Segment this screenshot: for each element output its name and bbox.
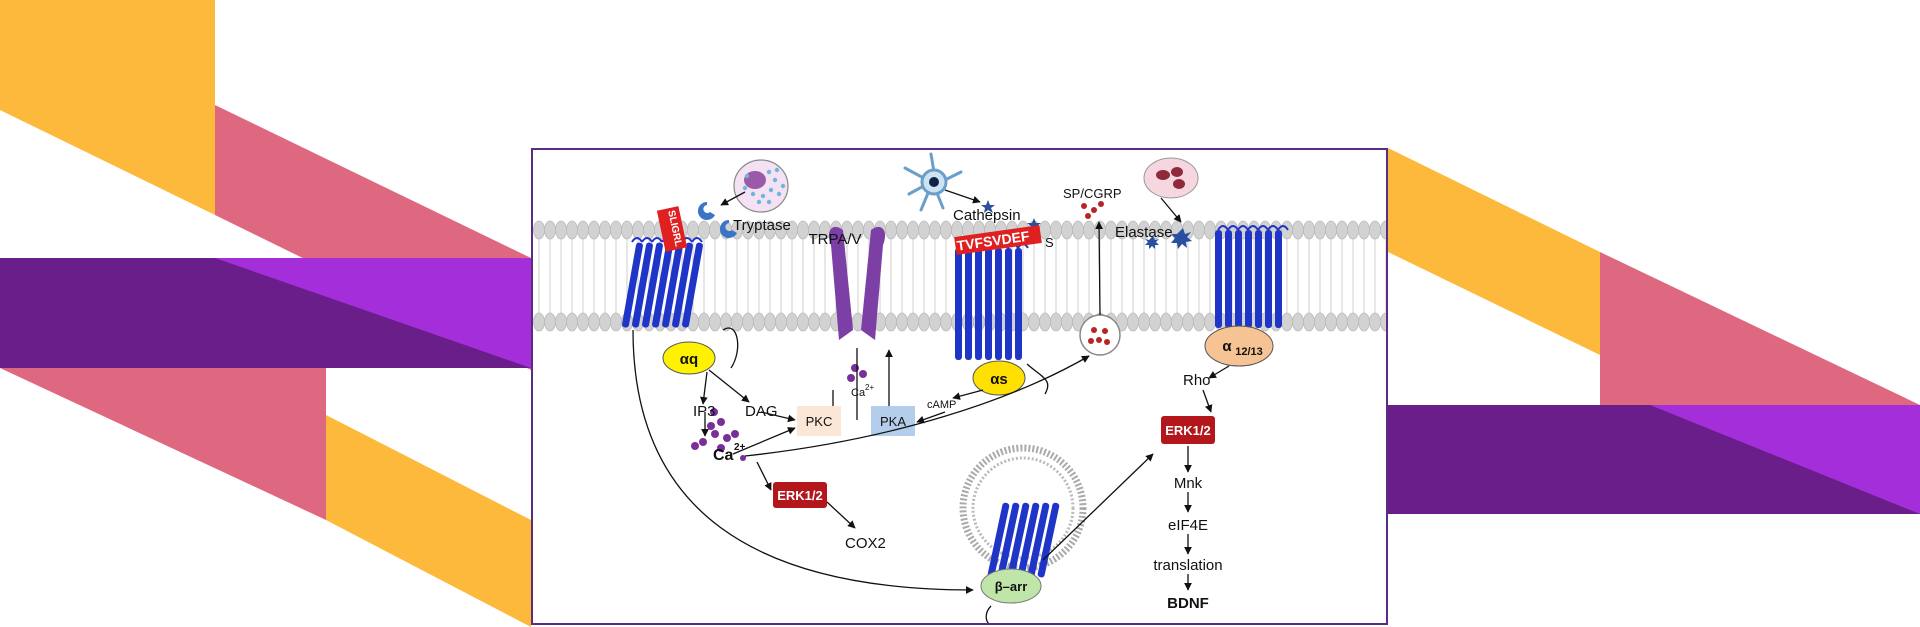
- mnk-label: Mnk: [1174, 475, 1203, 492]
- par-receptor-1: [622, 237, 703, 328]
- elastase-star: [1145, 228, 1192, 249]
- cathepsin-label: Cathepsin: [953, 207, 1021, 224]
- alpha-q-protein: αq: [662, 341, 716, 375]
- sp-cgrp-dots: [1081, 201, 1104, 219]
- ca-channel-label: Ca: [851, 387, 866, 399]
- beta-arrestin: β–arr: [980, 568, 1042, 604]
- calcium-dots: [691, 364, 867, 461]
- alpha-1213-label: α: [1222, 338, 1232, 355]
- translation-label: translation: [1153, 557, 1222, 574]
- trp-label: TRPA/V: [808, 231, 861, 248]
- pkc-box: PKC: [797, 406, 841, 436]
- vesicle: [1079, 314, 1121, 356]
- stripe-pink-bottom-left: [0, 368, 326, 520]
- alpha-1213-protein: α 12/13: [1204, 325, 1274, 367]
- alpha-q-label: αq: [680, 351, 698, 368]
- stripe-purple-right-bright: [1650, 405, 1920, 514]
- beta-arr-label: β–arr: [995, 579, 1028, 594]
- ca-channel-sup: 2+: [865, 383, 874, 392]
- erk-left-box: ERK1/2: [773, 482, 827, 508]
- stripe-orange-top-right: [1388, 148, 1600, 355]
- pka-box: PKA: [871, 406, 915, 436]
- signaling-diagram: SLIGRL TVFSVDEF S αq αs α 12/13 β–arr: [533, 152, 1386, 623]
- neutrophil-icon: [1143, 157, 1199, 199]
- dag-label: DAG: [745, 403, 778, 420]
- cox2-label: COX2: [845, 535, 886, 552]
- internalized-receptor: [987, 502, 1060, 578]
- ip3-label: IP3: [693, 403, 716, 420]
- bdnf-label: BDNF: [1167, 595, 1209, 612]
- par-receptor-2: [955, 243, 1029, 360]
- stripe-pink-top-right: [1600, 252, 1920, 405]
- alpha-s-protein: αs: [972, 360, 1026, 396]
- erk-left-label: ERK1/2: [777, 488, 823, 503]
- rho-label: Rho: [1183, 372, 1211, 389]
- trp-channel: [828, 226, 886, 340]
- erk-right-label: ERK1/2: [1165, 423, 1211, 438]
- erk-right-box: ERK1/2: [1161, 416, 1215, 444]
- immune-cell-icon: [903, 152, 963, 212]
- pathway-arrows: [632, 189, 1230, 623]
- ca-main-label: Ca: [713, 447, 734, 464]
- camp-label: cAMP: [927, 399, 956, 411]
- endosome: [959, 444, 1087, 572]
- ca-main-sup: 2+: [734, 442, 746, 453]
- alpha-1213-sub: 12/13: [1235, 346, 1263, 358]
- cleavage-site-1: SLIGRL: [656, 206, 688, 252]
- elastase-label: Elastase: [1115, 224, 1173, 241]
- cleavage-site-2-tail: S: [1045, 235, 1054, 250]
- par-receptor-3: [1215, 225, 1289, 328]
- tryptase-molecule: [697, 201, 737, 238]
- alpha-s-label: αs: [990, 371, 1008, 388]
- sp-cgrp-label: SP/CGRP: [1063, 186, 1122, 201]
- tryptase-label: Tryptase: [733, 217, 791, 234]
- pkc-label: PKC: [806, 414, 833, 429]
- stripe-orange-bottom-left: [326, 415, 531, 627]
- mast-cell-icon: [733, 159, 789, 213]
- signaling-diagram-panel: SLIGRL TVFSVDEF S αq αs α 12/13 β–arr: [531, 148, 1388, 625]
- pka-label: PKA: [880, 414, 906, 429]
- stripe-orange-top-left: [0, 0, 215, 215]
- stripe-purple-left-bright: [215, 258, 531, 368]
- eif4e-label: eIF4E: [1168, 517, 1208, 534]
